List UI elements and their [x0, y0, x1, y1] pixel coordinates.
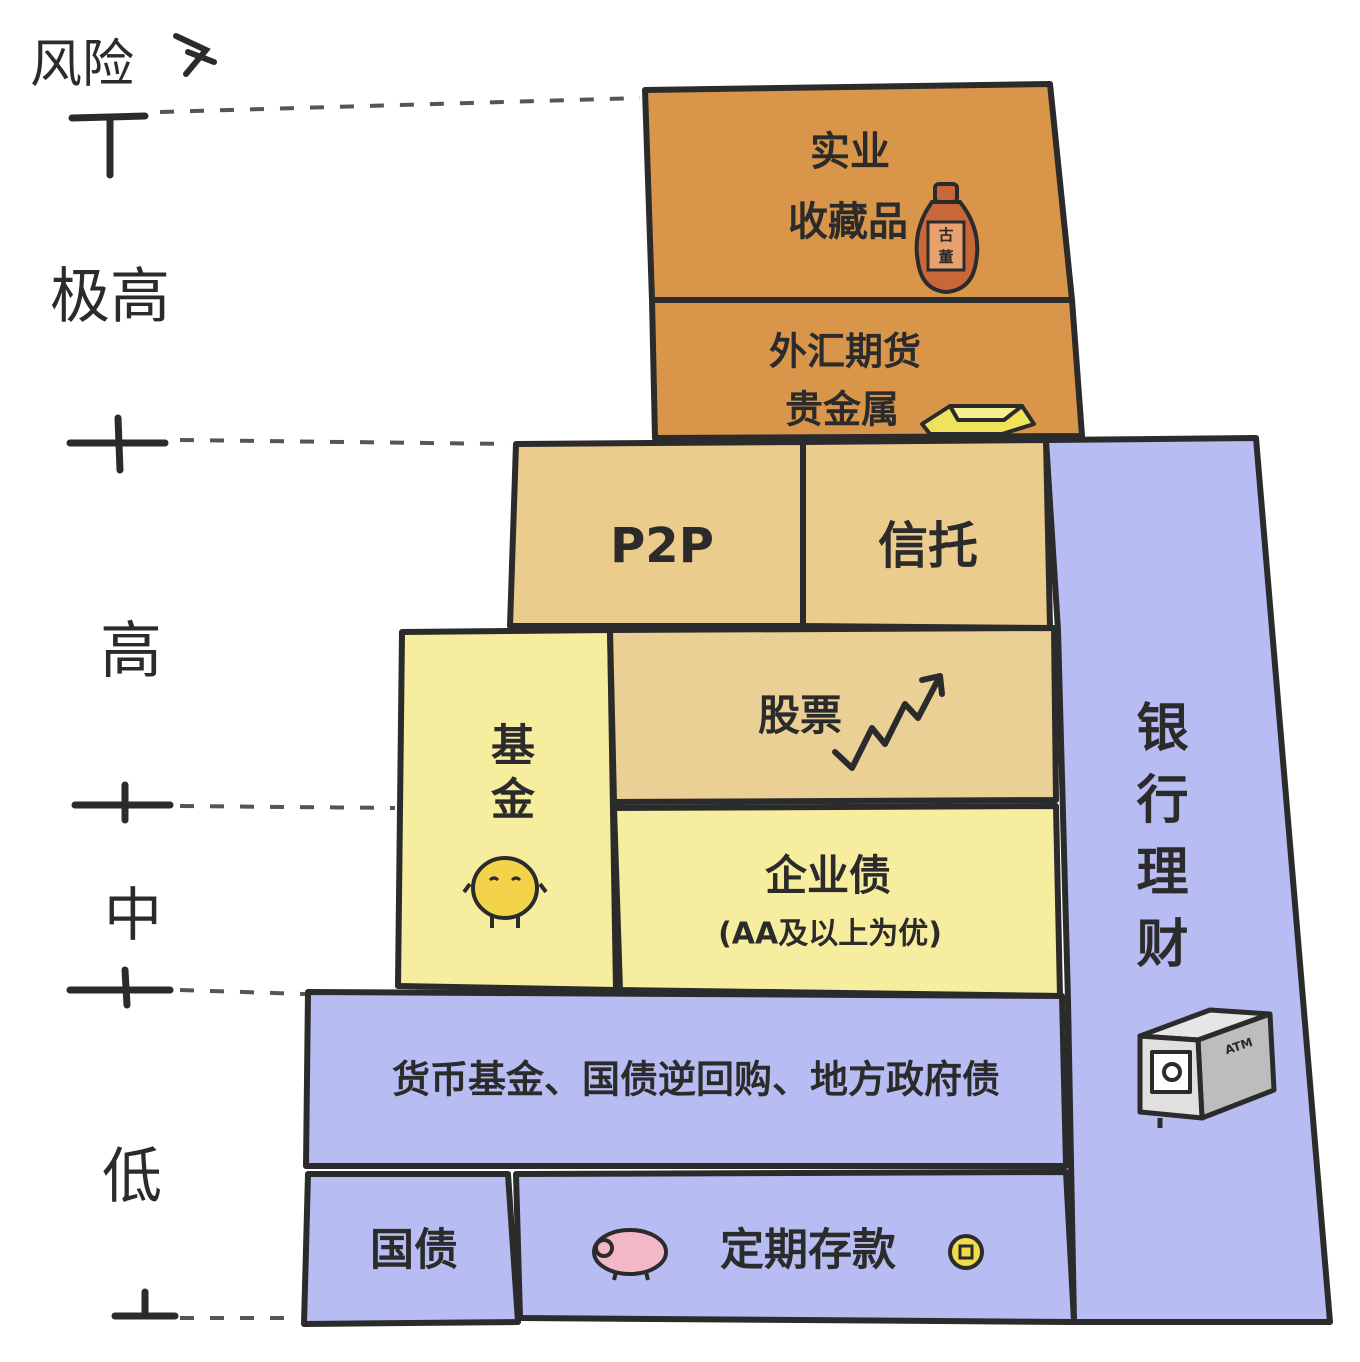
- axis-arrow-icon: [173, 33, 217, 77]
- guide-high: [179, 438, 511, 446]
- axis-title: 风险: [30, 35, 135, 95]
- axis-ticks: [66, 112, 179, 1320]
- fund-label: 基金: [483, 722, 534, 830]
- level-very-high: 极高: [50, 262, 170, 332]
- box-deposit: [513, 1169, 1077, 1325]
- precious-metals-label: 贵金属: [784, 387, 900, 432]
- bank-wealth-label: 银行理财: [1127, 700, 1187, 988]
- money-fund-label: 货币基金、国债逆回购、地方政府债: [391, 1057, 1001, 1102]
- level-low: 低: [102, 1142, 162, 1212]
- dashed-guides: [159, 96, 641, 1320]
- stock-label: 股票: [757, 690, 843, 740]
- trust-label: 信托: [878, 516, 978, 575]
- collectibles-label: 收藏品: [788, 199, 908, 245]
- tick-high-stem: [114, 414, 124, 474]
- level-medium: 中: [104, 881, 163, 949]
- coin-icon: [948, 1234, 984, 1270]
- corporate-bond-label: 企业债: [764, 850, 892, 900]
- box-money-fund: [303, 989, 1069, 1169]
- deposit-label: 定期存款: [720, 1224, 896, 1276]
- tick-low-stem: [121, 966, 131, 1009]
- atm-icon: [1137, 1007, 1277, 1128]
- forex-futures-label: 外汇期货: [768, 329, 922, 374]
- box-industry-collectibles: [642, 81, 1075, 303]
- treasury-label: 国债: [370, 1224, 458, 1276]
- piggy-bank-icon: [592, 1228, 668, 1281]
- guide-top: [159, 96, 641, 114]
- vase-tag-2: 董: [938, 248, 953, 266]
- box-fund: [395, 627, 619, 993]
- p2p-label: P2P: [610, 518, 714, 574]
- antique-vase-icon: [914, 182, 980, 295]
- level-high: 高: [100, 614, 163, 687]
- vase-tag-1: 古: [938, 226, 953, 244]
- industry-label: 实业: [810, 129, 890, 175]
- guide-low: [179, 988, 306, 996]
- gold-bar-icon: [920, 404, 1036, 436]
- box-treasury: [301, 1171, 521, 1327]
- box-forex-futures: [649, 297, 1085, 441]
- guide-medium: [179, 804, 396, 810]
- box-stock: [607, 625, 1059, 805]
- chick-icon: [462, 856, 548, 928]
- corporate-bond-note: (AA及以上为优): [718, 916, 942, 952]
- stock-trend-icon: [832, 673, 945, 771]
